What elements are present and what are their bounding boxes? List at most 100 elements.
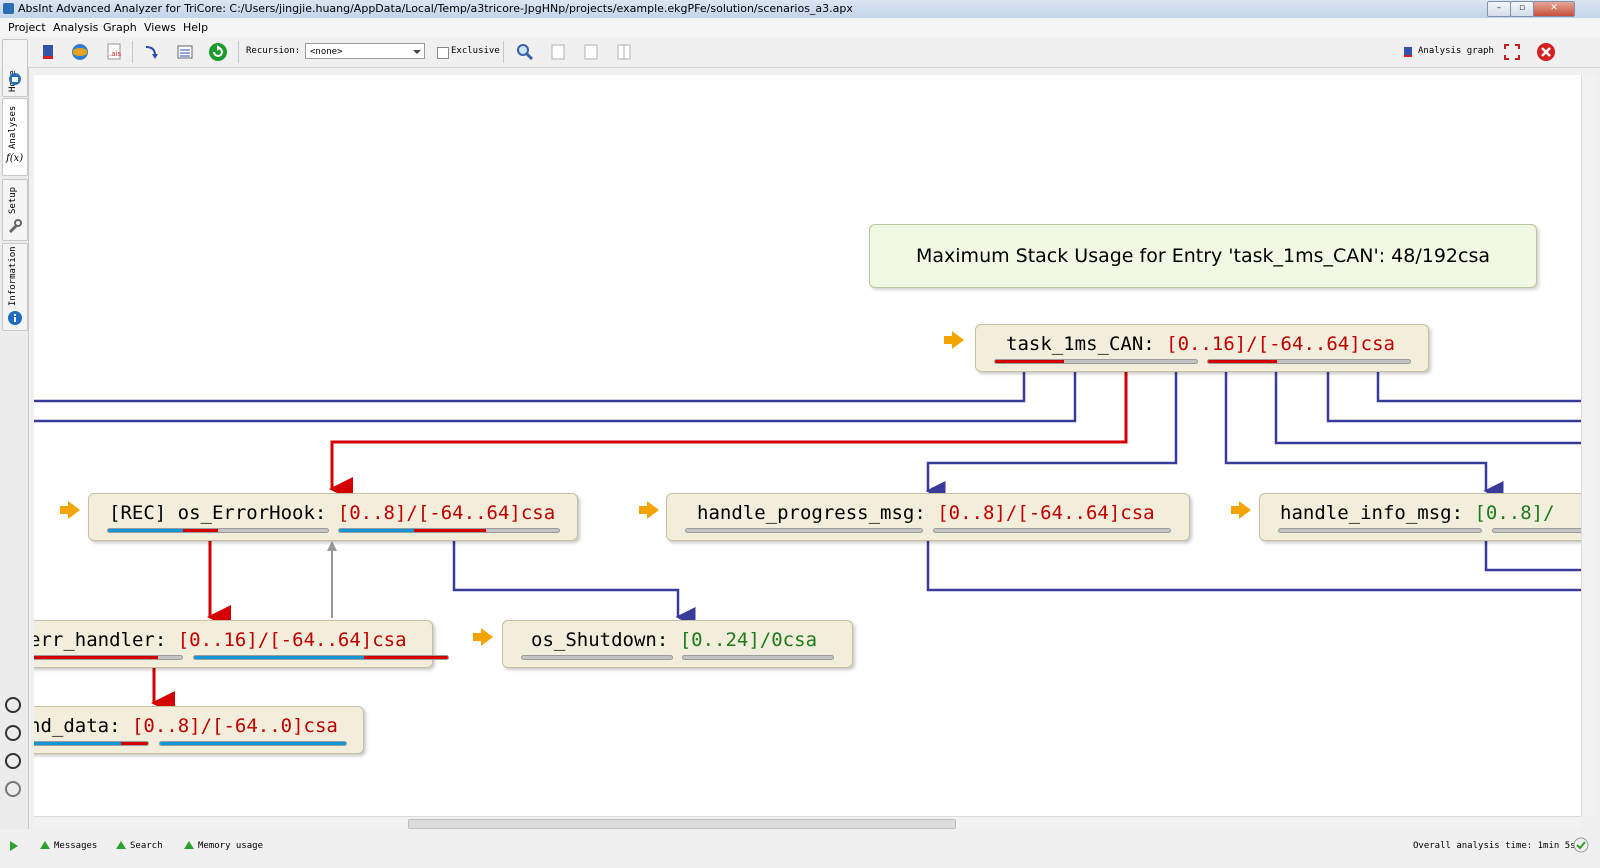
menu-graph[interactable]: Graph	[103, 21, 137, 34]
menu-analysis[interactable]: Analysis	[53, 21, 99, 34]
analysis-time: Overall analysis time: 1min 5s	[1413, 841, 1576, 851]
tab-information-label: Information	[8, 246, 18, 306]
minimize-button[interactable]: –	[1487, 1, 1511, 17]
done-icon	[1573, 837, 1589, 856]
stack-bar	[338, 528, 560, 533]
node-os-errorhook[interactable]: [REC] os_ErrorHook: [0..8]/[-64..64]csa	[88, 493, 578, 541]
tab-home[interactable]: Home	[2, 39, 28, 97]
stack-bar	[159, 741, 347, 746]
return-edge-arrow	[327, 541, 337, 551]
globe-button[interactable]	[68, 41, 92, 63]
menu-views[interactable]: Views	[144, 21, 176, 34]
title-bar: AbsInt Advanced Analyzer for TriCore: C:…	[0, 0, 1600, 19]
toolbar: .ais Recursion: <none> Exclusive Analysi…	[0, 37, 1600, 68]
stack-bar	[994, 359, 1198, 364]
ais-file-button[interactable]: .ais	[102, 41, 126, 63]
recursion-select-value: <none>	[310, 47, 343, 57]
call-edge	[1376, 372, 1581, 403]
exclusive-checkbox[interactable]	[437, 47, 449, 59]
recursion-label: Recursion:	[246, 46, 301, 56]
node-range: [0..8]/[-64..0]csa	[131, 715, 338, 737]
node-range: [0..24]/0csa	[679, 629, 818, 651]
close-view-button[interactable]	[1534, 41, 1558, 63]
stop-control[interactable]	[5, 781, 21, 797]
menu-project[interactable]: Project	[8, 21, 46, 34]
project-icon	[43, 45, 53, 59]
messages-label: Messages	[54, 841, 98, 851]
memory-usage-toggle[interactable]: Memory usage	[184, 841, 263, 851]
stack-bar	[521, 655, 673, 660]
expand-icon	[1504, 44, 1520, 60]
project-button[interactable]	[36, 41, 60, 63]
split-page-icon	[617, 44, 631, 60]
list-icon	[177, 45, 193, 59]
svg-text:.ais: .ais	[109, 50, 121, 58]
horizontal-scrollbar[interactable]	[34, 816, 1581, 830]
call-edge	[34, 372, 1026, 403]
node-task-1ms-can[interactable]: task_1ms_CAN: [0..16]/[-64..64]csa	[975, 324, 1429, 372]
maximize-button[interactable]: ▫	[1510, 1, 1534, 17]
stack-bar	[933, 528, 1171, 533]
zoom-button[interactable]	[513, 41, 537, 63]
analysis-graph-canvas[interactable]: Maximum Stack Usage for Entry 'task_1ms_…	[34, 75, 1581, 816]
call-edge	[452, 541, 696, 627]
menu-help[interactable]: Help	[183, 21, 209, 34]
entry-arrow-icon	[1231, 501, 1251, 519]
messages-toggle[interactable]: Messages	[40, 841, 97, 851]
tab-information[interactable]: Information	[2, 243, 28, 331]
globe-icon	[72, 44, 88, 60]
page-button-2[interactable]	[579, 41, 603, 63]
node-handle-info-msg[interactable]: handle_info_msg: [0..8]/	[1259, 493, 1581, 541]
vertical-scrollbar[interactable]	[1581, 75, 1597, 816]
stack-bar	[685, 528, 923, 533]
recursion-select[interactable]: <none>	[305, 43, 425, 59]
node-os-shutdown[interactable]: os_Shutdown: [0..24]/0csa	[502, 620, 853, 668]
call-edge	[1224, 372, 1504, 501]
entry-arrow-icon	[473, 628, 493, 646]
step-control[interactable]	[5, 753, 21, 769]
run-icon[interactable]	[9, 840, 19, 855]
stack-bar	[34, 741, 149, 746]
node-range: [0..16]/[-64..64]csa	[1166, 333, 1395, 355]
node-range: [0..16]/[-64..64]csa	[177, 629, 407, 651]
triangle-up-icon	[116, 841, 126, 849]
step-arrow-icon	[145, 46, 158, 59]
node-name: handle_progress_msg:	[697, 502, 926, 524]
stack-bar	[1207, 359, 1411, 364]
memory-usage-label: Memory usage	[198, 841, 264, 851]
step-into-button[interactable]	[140, 41, 164, 63]
play-control[interactable]	[5, 725, 21, 741]
fullscreen-button[interactable]	[1500, 41, 1524, 63]
node-handle-progress-msg[interactable]: handle_progress_msg: [0..8]/[-64..64]csa	[666, 493, 1190, 541]
close-window-button[interactable]: ✕	[1533, 1, 1575, 17]
scroll-thumb[interactable]	[408, 819, 956, 829]
node-name: nd_data:	[34, 715, 121, 737]
tab-analyses[interactable]: Analyses f(x)	[2, 98, 28, 176]
page-button-1[interactable]	[546, 41, 570, 63]
stack-bar	[682, 655, 834, 660]
call-edge	[1274, 372, 1581, 445]
stack-bar	[34, 655, 183, 660]
analysis-graph-icon-wrap	[1402, 41, 1414, 63]
split-button[interactable]	[612, 41, 636, 63]
refresh-button[interactable]	[206, 41, 230, 63]
page-icon	[551, 44, 565, 60]
call-edge	[34, 372, 1077, 423]
node-err-handler[interactable]: err_handler: [0..16]/[-64..64]csa	[34, 620, 449, 668]
tab-setup[interactable]: Setup	[2, 179, 28, 241]
node-send-data[interactable]: nd_data: [0..8]/[-64..0]csa	[34, 706, 364, 754]
step-forward-control[interactable]	[5, 697, 21, 713]
stack-bar	[1492, 528, 1581, 533]
search-toggle[interactable]: Search	[116, 841, 163, 851]
node-range: [0..8]/[-64..64]csa	[937, 502, 1155, 524]
wrench-icon	[8, 219, 22, 234]
node-name: err_handler:	[34, 629, 167, 651]
analysis-graph-label[interactable]: Analysis graph	[1418, 46, 1494, 56]
critical-edge	[329, 372, 1128, 501]
entry-arrow-icon	[944, 331, 964, 349]
chevron-down-icon	[413, 50, 421, 54]
list-button[interactable]	[173, 41, 197, 63]
info-icon	[8, 311, 22, 325]
graph-edges	[34, 372, 1581, 715]
call-edge	[925, 372, 1178, 501]
